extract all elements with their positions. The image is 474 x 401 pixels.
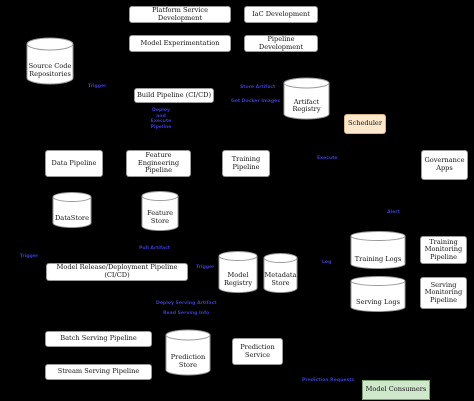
- training-logs-label: Training Logs: [354, 255, 402, 264]
- feature-engineering-pipeline-node: Feature Engineering Pipeline: [126, 150, 191, 177]
- edge-label-prediction-requests: Prediction Requests: [302, 378, 355, 383]
- edge-label-log: Log: [322, 260, 332, 265]
- scheduler-node: Scheduler: [344, 114, 386, 134]
- edge-label-execute: Execute: [317, 156, 338, 161]
- serving-logs-node: Serving Logs: [350, 276, 406, 312]
- governance-apps-node: Governance Apps: [421, 150, 468, 180]
- source-code-repositories-node: Source Code Repositories: [26, 37, 74, 85]
- edge-label-pull-artifact: Pull Artifact: [139, 246, 170, 251]
- edge-label-deploy-serving-artifact: Deploy Serving Artifact: [156, 301, 217, 306]
- training-pipeline-node: Training Pipeline: [222, 150, 270, 177]
- datastore-node: DataStore: [52, 192, 92, 228]
- source-code-repositories-label: Source Code Repositories: [28, 62, 72, 78]
- iac-development-node: IaC Development: [244, 6, 318, 23]
- metadata-store-node: Metadata Store: [263, 253, 298, 293]
- prediction-store-node: Prediction Store: [165, 329, 211, 376]
- prediction-store-label: Prediction Store: [170, 353, 206, 369]
- pipeline-development-node: Pipeline Development: [244, 35, 318, 52]
- prediction-service-node: Prediction Service: [232, 338, 283, 365]
- batch-serving-pipeline-node: Batch Serving Pipeline: [45, 331, 152, 347]
- feature-store-node: Feature Store: [141, 191, 179, 231]
- model-consumers-node: Model Consumers: [362, 380, 430, 400]
- edge-label-read-serving-info: Read Serving Info: [163, 311, 210, 316]
- edge-label-trigger-release: Trigger: [196, 265, 215, 270]
- edge-label-alert: Alert: [387, 210, 400, 215]
- platform-service-development-node: Platform Service Development: [129, 6, 231, 23]
- model-release-deployment-pipeline-node: Model Release/Deployment Pipeline (CI/CD…: [46, 263, 188, 281]
- feature-store-label: Feature Store: [147, 209, 173, 225]
- artifact-registry-label: Artifact Registry: [292, 97, 321, 114]
- edge-label-trigger: Trigger: [88, 84, 107, 89]
- model-registry-label: Model Registry: [223, 270, 253, 287]
- datastore-label: DataStore: [55, 214, 89, 223]
- model-registry-node: Model Registry: [218, 251, 258, 293]
- edge-label-get-docker-images: Get Docker Images: [231, 99, 281, 104]
- data-pipeline-node: Data Pipeline: [45, 150, 103, 177]
- build-pipeline-node: Build Pipeline (CI/CD): [134, 88, 214, 103]
- edge-label-store-artifact: Store Artifact: [240, 85, 276, 90]
- training-logs-node: Training Logs: [350, 231, 406, 269]
- metadata-store-label: Metadata Store: [264, 271, 297, 287]
- training-monitoring-pipeline-node: Training Monitoring Pipeline: [420, 236, 467, 264]
- edge-label-deploy-and-execute-pipeline: Deploy and Execute Pipeline: [150, 108, 172, 130]
- artifact-registry-node: Artifact Registry: [283, 77, 330, 120]
- serving-logs-label: Serving Logs: [356, 298, 400, 307]
- stream-serving-pipeline-node: Stream Serving Pipeline: [45, 364, 152, 380]
- model-experimentation-node: Model Experimentation: [129, 35, 231, 52]
- serving-monitoring-pipeline-node: Serving Monitoring Pipeline: [420, 277, 467, 309]
- edge-label-trigger-left: Trigger: [19, 254, 39, 259]
